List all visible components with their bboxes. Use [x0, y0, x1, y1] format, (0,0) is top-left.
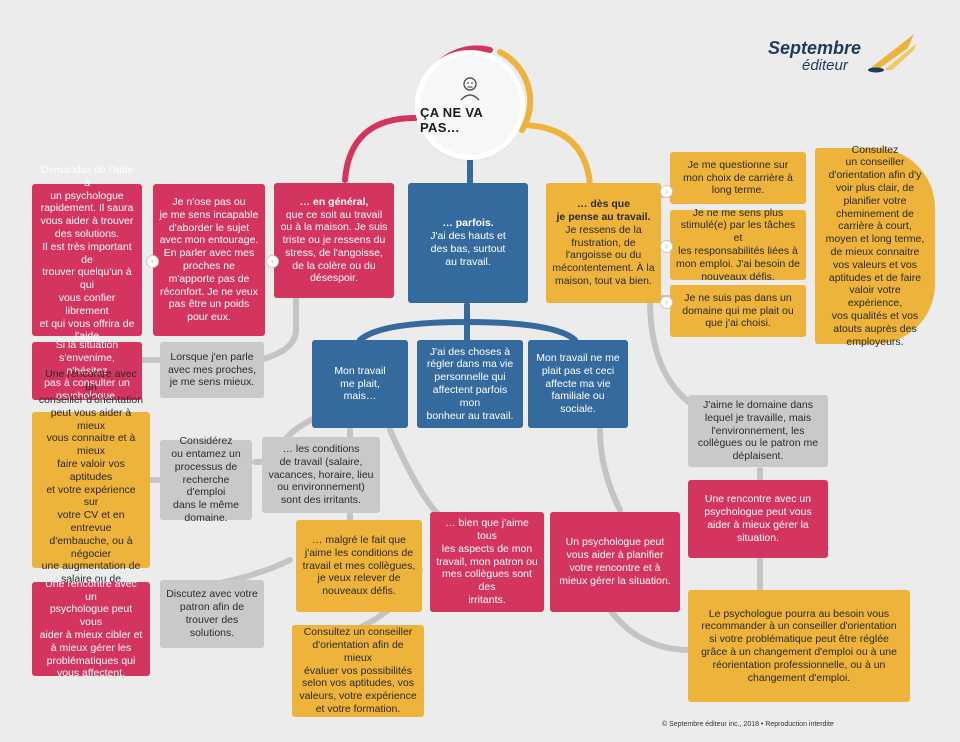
- box-pas-domaine: Je ne suis pas dans un domaine qui me pl…: [670, 285, 806, 337]
- box-travail-ne-plait: Mon travail ne me plait pas et ceci affe…: [528, 340, 628, 428]
- box-discutez-patron: Discutez avec votre patron afin de trouv…: [160, 580, 264, 648]
- center-question-circle: ÇA NE VA PAS…: [420, 55, 520, 155]
- box-rencontre-conseiller-cv: Une rencontre avec un conseiller d'orien…: [32, 368, 150, 611]
- box-questionne-carriere: Je me questionne sur mon choix de carriè…: [670, 152, 806, 204]
- chevron-right-icon: ›: [660, 185, 673, 198]
- box-choses-regler: J'ai des choses à régler dans ma vie per…: [417, 340, 523, 428]
- box-parfois: … parfois. J'ai des hauts et des bas, su…: [408, 183, 528, 303]
- gray-link-1: [257, 295, 299, 363]
- box-situation-envenime: Si la situation s'envenime, n'hésitez pa…: [32, 339, 142, 402]
- chevron-left-icon: ‹: [146, 255, 159, 268]
- box-plus-stimule: Je ne me sens plus stimulé(e) par les tâ…: [670, 207, 806, 283]
- box-consultez-orientation: Consultez un conseiller d'orientation af…: [815, 144, 935, 348]
- logo-brand: Septembre: [768, 38, 862, 58]
- branch-parfois-left: [357, 319, 470, 343]
- parfois-heading: … parfois.: [442, 217, 494, 230]
- chevron-right-icon: ›: [660, 240, 673, 253]
- box-consultez-evaluer: Consultez un conseiller d'orientation af…: [292, 625, 424, 717]
- box-lorsque-parle: Lorsque j'en parle avec mes proches, je …: [160, 342, 264, 398]
- box-rencontre-psy-cibler: Une rencontre avec un psychologue peut v…: [32, 578, 150, 679]
- general-heading: … en général,: [299, 195, 369, 208]
- box-malgre-conditions: … malgré le fait que j'aime les conditio…: [296, 520, 422, 612]
- desque-heading: … dès que je pense au travail.: [556, 198, 651, 223]
- general-text: que ce soit au travail ou à la maison. J…: [280, 208, 388, 285]
- pencil-swoosh-icon: [868, 34, 916, 73]
- gray-link-7: [387, 427, 453, 523]
- arc-to-general: [342, 115, 418, 183]
- gray-link-14: [607, 607, 693, 653]
- gray-link-10: [597, 427, 623, 513]
- box-considerez: Considérez ou entamez un processus de re…: [160, 435, 252, 524]
- parfois-text: J'ai des hauts et des bas, surtout au tr…: [430, 230, 506, 268]
- arc-to-desque: [522, 122, 593, 188]
- box-bien-que: … bien que j'aime tous les aspects de mo…: [430, 512, 544, 612]
- sad-person-icon: [460, 77, 480, 101]
- box-rencontre-psy-mieux: Une rencontre avec un psychologue peut v…: [688, 480, 828, 558]
- center-title: ÇA NE VA PAS…: [420, 105, 483, 135]
- box-conditions-travail: … les conditions de travail (salaire, va…: [262, 437, 380, 513]
- box-en-general: … en général, que ce soit au travail ou …: [274, 183, 394, 298]
- logo-subtitle: éditeur: [802, 57, 848, 74]
- desque-text: Je ressens de la frustration, de l'angoi…: [552, 223, 655, 287]
- copyright-footer: © Septembre éditeur inc., 2018 • Reprodu…: [662, 721, 834, 728]
- brand-logo: Septembre éditeur: [768, 34, 918, 88]
- box-travail-plait: Mon travail me plait, mais…: [312, 340, 408, 428]
- box-aime-domaine: J'aime le domaine dans lequel je travail…: [688, 395, 828, 467]
- chevron-left-icon: ‹: [266, 255, 279, 268]
- branch-parfois-right: [464, 319, 578, 343]
- box-nose-pas: Je n'ose pas ou je me sens incapable d'a…: [153, 184, 265, 336]
- box-des-que: … dès que je pense au travail. Je ressen…: [546, 183, 661, 303]
- chevron-right-icon: ›: [660, 296, 673, 309]
- circle-ring-yellow: [497, 49, 534, 133]
- box-psy-recommander: Le psychologue pourra au besoin vous rec…: [688, 590, 910, 702]
- box-psy-planifier: Un psychologue peut vous aider à planifi…: [550, 512, 680, 612]
- box-demandez-aide: Demandez de l'aide à un psychologue rapi…: [32, 164, 142, 355]
